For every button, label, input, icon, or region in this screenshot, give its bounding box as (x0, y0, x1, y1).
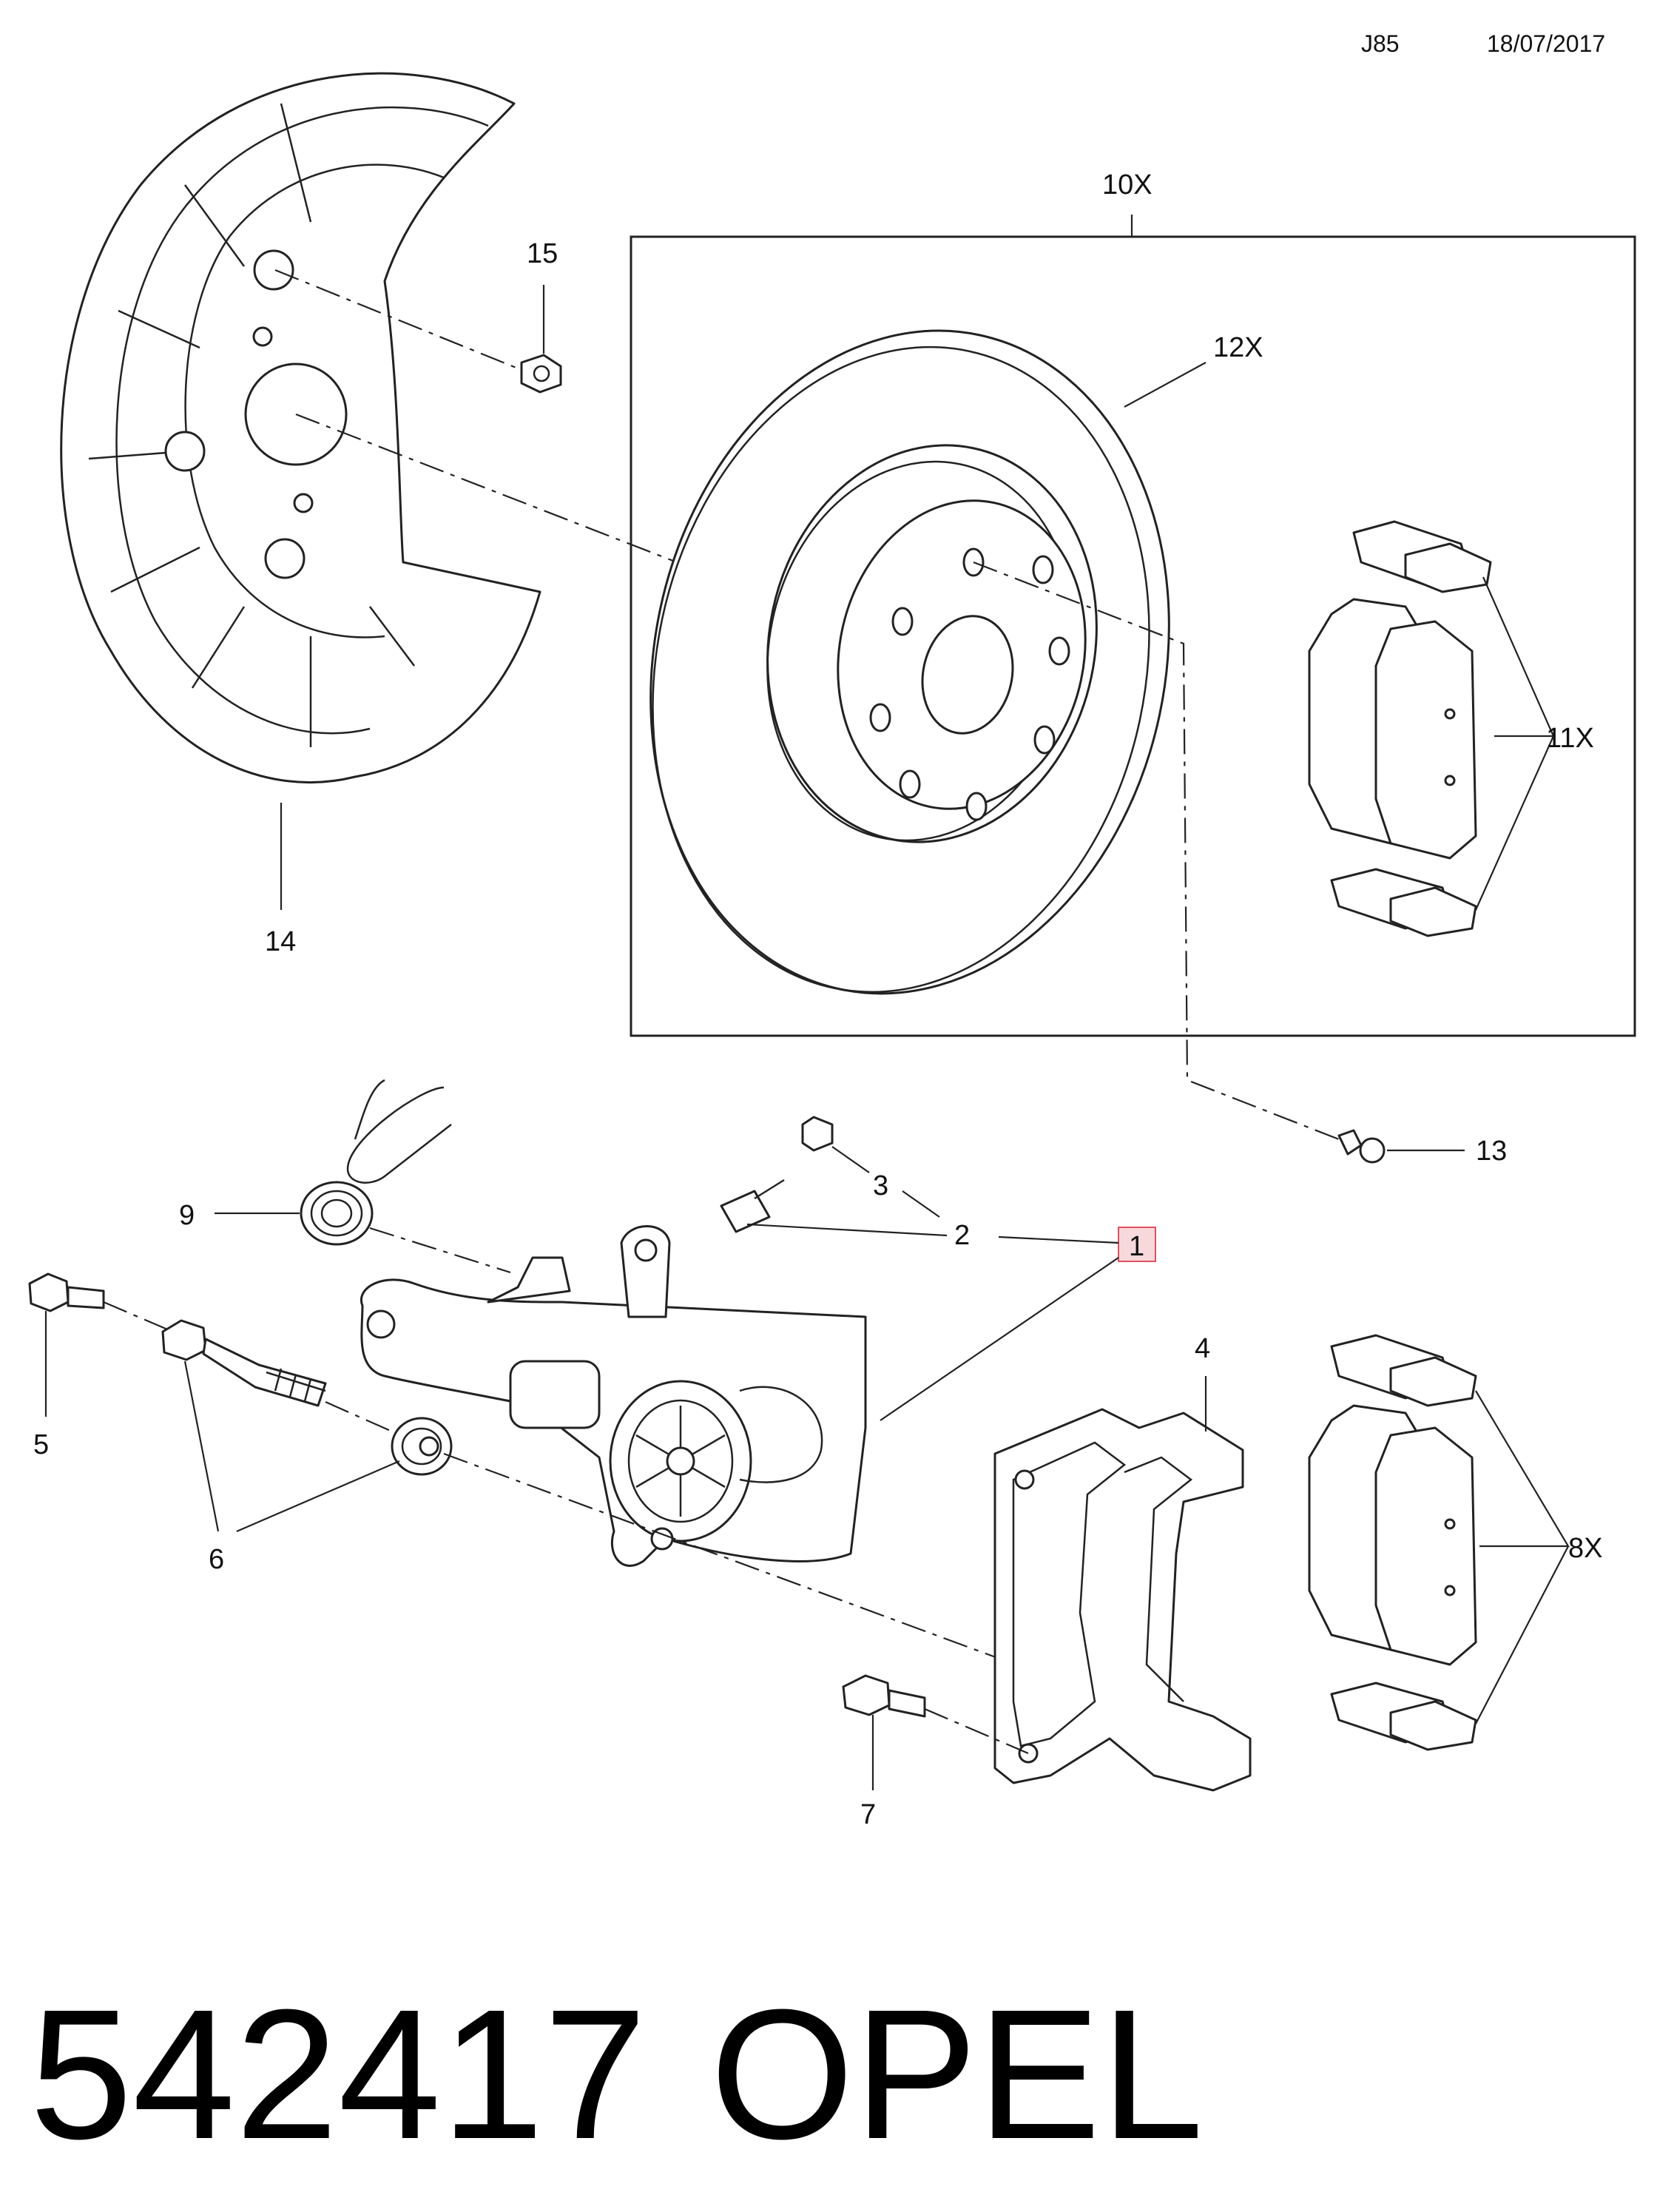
callout-9[interactable]: 9 (179, 1200, 195, 1231)
guide-pin-part-6[interactable] (161, 1319, 453, 1476)
leader-8x-b (1475, 1545, 1569, 1724)
brand-name: OPEL (710, 1971, 1204, 2177)
leader-12x (1124, 362, 1207, 408)
leader-3-b (902, 1190, 940, 1218)
callout-5[interactable]: 5 (33, 1429, 49, 1460)
leader-2 (746, 1223, 948, 1237)
brake-pads-part-11x[interactable] (1308, 520, 1492, 937)
bracket-bolt-part-7[interactable] (842, 1674, 926, 1718)
bleed-cap-part-3[interactable] (801, 1116, 834, 1152)
callout-11x[interactable]: 11X (1546, 723, 1594, 754)
guide-bolt-part-5[interactable] (28, 1272, 105, 1312)
callout-2[interactable]: 2 (954, 1220, 970, 1251)
dash-shield-disc (295, 413, 678, 564)
brake-pads-part-8x[interactable] (1308, 1334, 1477, 1751)
dust-shield-part-14[interactable] (60, 72, 541, 783)
leader-3 (831, 1146, 870, 1173)
shield-bolt-part-15[interactable] (520, 354, 562, 394)
diagram-code: J85 (1361, 30, 1400, 57)
dash-7 (924, 1707, 1029, 1755)
brake-disc-part-12x[interactable] (591, 282, 1229, 1042)
leader-11x-b (1474, 735, 1555, 911)
callout-12x[interactable]: 12X (1213, 332, 1263, 363)
caliper-bracket-part-4[interactable] (993, 1408, 1252, 1792)
callout-14[interactable]: 14 (265, 926, 296, 957)
part-number: 542417 (30, 1971, 647, 2177)
spring-part-9[interactable] (300, 1079, 452, 1246)
callout-13[interactable]: 13 (1476, 1136, 1507, 1167)
disc-screw-part-13[interactable] (1337, 1129, 1386, 1164)
callout-4[interactable]: 4 (1195, 1333, 1210, 1364)
dash-13 (973, 561, 1340, 1141)
leader-8x (1475, 1390, 1570, 1548)
leader-6-a (183, 1360, 220, 1532)
callout-1-highlight (1118, 1227, 1156, 1262)
callout-6[interactable]: 6 (209, 1544, 224, 1575)
leader-1-b (880, 1257, 1119, 1421)
diagram-date: 18/07/2017 (1487, 30, 1605, 57)
leader-1 (998, 1235, 1119, 1244)
dash-5 (103, 1301, 182, 1337)
callout-15[interactable]: 15 (527, 238, 558, 269)
kit-box-10x (630, 235, 1636, 1037)
callout-3[interactable]: 3 (873, 1170, 888, 1201)
dash-9 (369, 1227, 511, 1274)
bleed-screw-part-2[interactable] (720, 1179, 785, 1233)
brake-caliper-part-1[interactable] (360, 1225, 867, 1567)
dash-caliper-bracket (443, 1452, 1036, 1673)
dash-6 (325, 1400, 393, 1433)
callout-8x[interactable]: 8X (1568, 1533, 1602, 1564)
callout-10x[interactable]: 10X (1102, 169, 1153, 200)
leader-6-b (236, 1460, 400, 1533)
leader-11x (1482, 576, 1555, 738)
callout-7[interactable]: 7 (860, 1799, 876, 1830)
callout-1[interactable]: 1 (1129, 1231, 1144, 1262)
